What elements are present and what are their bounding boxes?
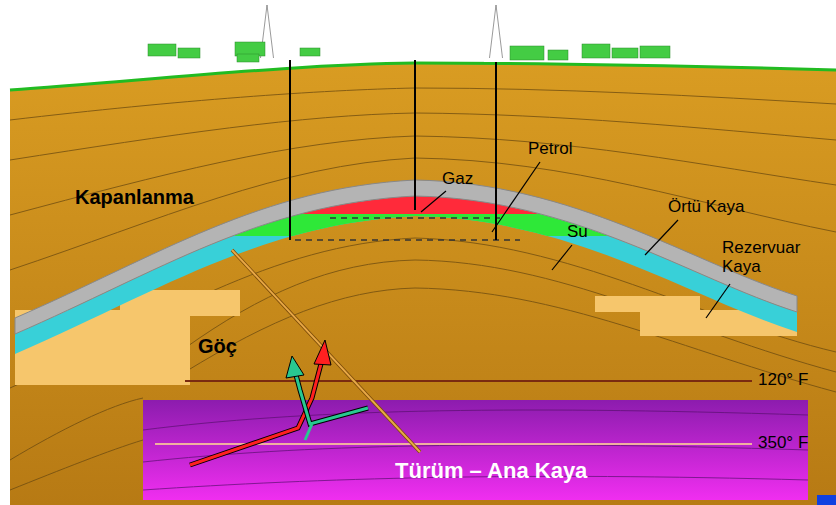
reservoir-label: Rezervuar Kaya bbox=[722, 239, 814, 276]
migration-label: Göç bbox=[198, 335, 237, 357]
gas-label: Gaz bbox=[442, 170, 473, 189]
trap-label: Kapanlanma bbox=[75, 186, 194, 208]
cap-rock-label: Örtü Kaya bbox=[668, 198, 745, 217]
band-label: Türüm – Ana Kaya bbox=[395, 458, 587, 484]
temperature-label: 120° F bbox=[758, 371, 808, 390]
oil-label: Petrol bbox=[528, 140, 572, 159]
source-rock-band: Türüm – Ana Kaya bbox=[143, 400, 808, 500]
water-label: Su bbox=[567, 223, 588, 242]
temperature-label: 350° F bbox=[758, 434, 808, 453]
